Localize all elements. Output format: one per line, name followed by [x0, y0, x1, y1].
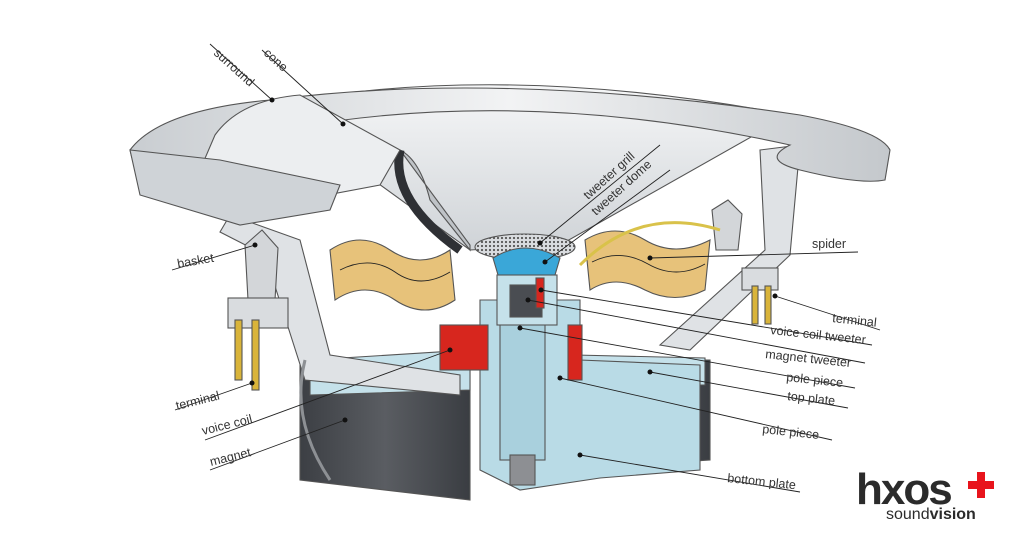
- voice-coil-left: [439, 324, 489, 371]
- basket-post-left: [244, 229, 279, 301]
- logo-sub-right: vision: [929, 506, 976, 523]
- label-surround: surround: [211, 46, 257, 89]
- plus-icon: [968, 472, 994, 498]
- hxos-soundvision-logo: hxos soundvision: [856, 468, 1016, 532]
- cone-cut-edge: [394, 149, 463, 254]
- tinsel-wire-right: [578, 221, 721, 267]
- label-pole-piece-upper: pole piece: [786, 370, 844, 390]
- leader-lines: [171, 43, 881, 493]
- terminal-left-graphic: [227, 297, 289, 391]
- voice-coil-tweeter-graphic: [535, 277, 545, 309]
- tweeter-dome-graphic: [492, 247, 561, 276]
- basket-flange: [129, 149, 341, 226]
- tinsel-wire-left: [299, 359, 332, 481]
- label-terminal-left: terminal: [174, 389, 221, 413]
- logo-main-text: hxos: [856, 465, 953, 514]
- label-magnet: magnet: [208, 445, 252, 469]
- basket-frame: [219, 144, 801, 396]
- terminal-right-graphic: [741, 267, 779, 325]
- label-spider: spider: [812, 237, 846, 251]
- basket-post-right: [711, 199, 743, 251]
- label-magnet-tweeter: magnet tweeter: [765, 347, 852, 370]
- tweeter-graphic: [474, 233, 576, 326]
- label-bottom-plate: bottom plate: [727, 471, 797, 492]
- label-cone: cone: [261, 46, 291, 75]
- label-voice-coil: voice coil: [200, 412, 253, 438]
- label-terminal-right: terminal: [832, 311, 878, 330]
- label-basket: basket: [176, 251, 215, 271]
- label-pole-piece-lower: pole piece: [762, 422, 820, 442]
- label-top-plate: top plate: [787, 389, 836, 408]
- voice-coil-right: [567, 324, 583, 381]
- logo-sub-left: sound: [886, 506, 930, 523]
- vent-bolt: [509, 454, 536, 486]
- logo-sub-text: soundvision: [886, 506, 976, 524]
